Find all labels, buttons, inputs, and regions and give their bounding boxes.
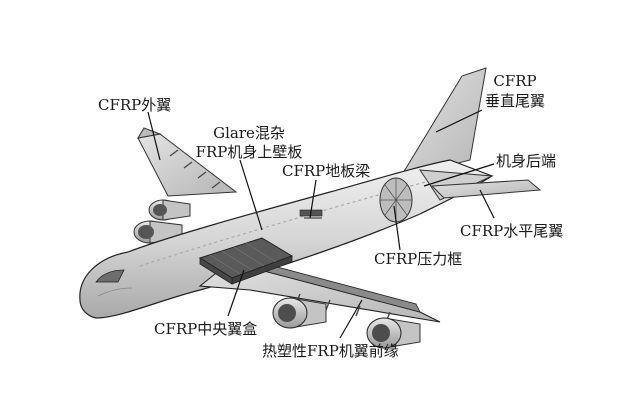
far-wing-fairings [169, 149, 221, 189]
label-wing-leading-edge: 热塑性FRP机翼前缘 [262, 342, 399, 360]
leader-floor-beam [309, 179, 317, 219]
far-engine-inner [133, 220, 183, 244]
pressure-bulkhead [379, 177, 413, 223]
leader-horizontal-tail [479, 189, 495, 219]
leader-vertical-tail [435, 109, 483, 133]
leader-pressure-bulkhead [393, 205, 401, 251]
near-engine-inner [272, 297, 327, 329]
label-rear-fuselage: 机身后端 [496, 152, 557, 170]
leader-rear-fuselage [423, 163, 495, 187]
far-wing-tip [137, 127, 162, 139]
leader-center-wing-box [227, 269, 245, 317]
label-fuselage-panel-line1: Glare混杂 [213, 124, 285, 142]
near-engine-outer [366, 317, 421, 349]
window-line [139, 177, 441, 267]
center-wing-box [198, 237, 294, 285]
far-engine-outer [148, 199, 191, 221]
label-floor-beam: CFRP地板梁 [282, 162, 371, 180]
leader-outer-wing [147, 111, 161, 161]
label-vertical-tail-line2: 垂直尾翼 [484, 92, 545, 110]
label-vertical-tail-line1: CFRP [493, 72, 537, 90]
label-center-wing-box: CFRP中央翼盒 [154, 320, 258, 338]
label-horizontal-tail: CFRP水平尾翼 [460, 222, 564, 240]
leader-lines [147, 109, 495, 339]
horizontal-tail [430, 179, 542, 199]
leader-wing-leading-edge [339, 299, 363, 339]
leader-fuselage-panel [239, 159, 263, 231]
label-pressure-bulkhead: CFRP压力框 [374, 250, 463, 268]
label-fuselage-panel-line2: FRP机身上壁板 [195, 143, 303, 161]
cockpit-window [95, 269, 125, 283]
label-outer-wing: CFRP外翼 [98, 96, 172, 114]
